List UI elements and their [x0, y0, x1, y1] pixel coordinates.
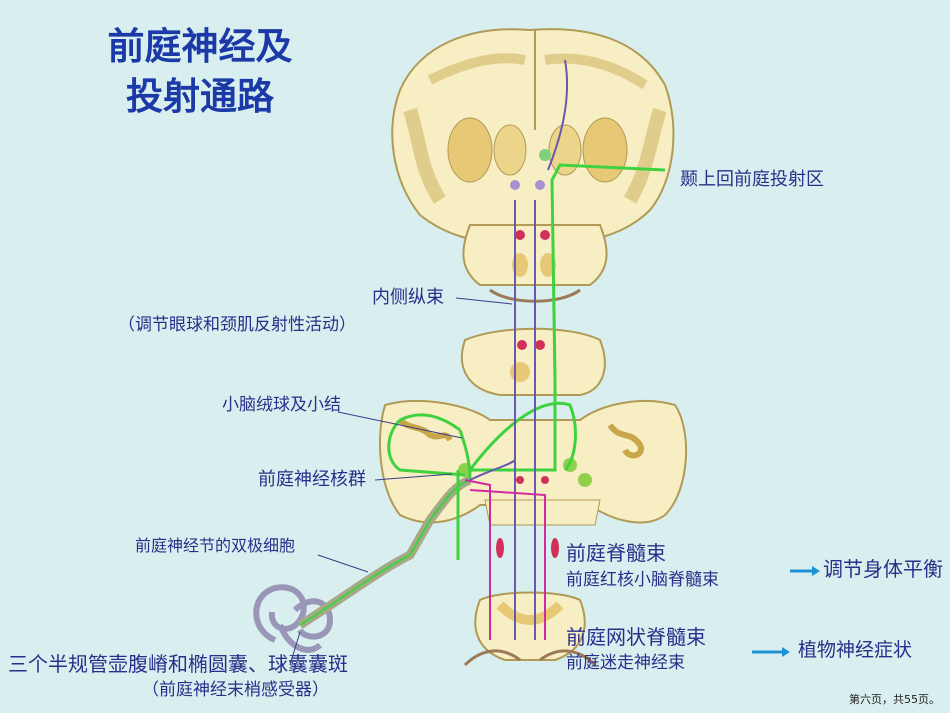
- label-vestibulo-vagal-tract: 前庭迷走神经束: [566, 654, 685, 673]
- inner-ear-labyrinth: [256, 587, 330, 650]
- cerebellum-section: [380, 401, 686, 525]
- label-medial-longitudinal-fasciculus: 内侧纵束: [372, 288, 444, 308]
- label-balance-regulation: 调节身体平衡: [823, 558, 943, 580]
- cerebrum-section: [392, 29, 673, 241]
- label-vestibulo-reticulospinal-tract: 前庭网状脊髓束: [566, 626, 706, 648]
- label-mlf-function: （调节眼球和颈肌反射性活动）: [118, 316, 356, 335]
- right-arrow-icon: [790, 566, 820, 576]
- page-number: 第六页，共55页。: [849, 691, 940, 707]
- label-vestibulospinal-tract: 前庭脊髓束: [566, 542, 666, 564]
- label-receptors: 三个半规管壶腹嵴和椭圆囊、球囊囊斑: [8, 653, 348, 675]
- right-arrow-icon: [752, 647, 790, 657]
- label-vestibular-nuclei: 前庭神经核群: [258, 470, 366, 490]
- label-receptors-note: （前庭神经末梢感受器）: [142, 681, 329, 700]
- label-flocculonodular-lobe: 小脑绒球及小结: [222, 396, 341, 415]
- label-vestibulo-rubro-cerebellar-tract: 前庭红核小脑脊髓束: [566, 571, 719, 590]
- label-autonomic-symptoms: 植物神经症状: [798, 640, 912, 661]
- pons-section: [462, 329, 605, 395]
- label-vestibular-ganglion: 前庭神经节的双极细胞: [135, 537, 295, 555]
- label-temporal-projection-area: 颞上回前庭投射区: [680, 170, 824, 190]
